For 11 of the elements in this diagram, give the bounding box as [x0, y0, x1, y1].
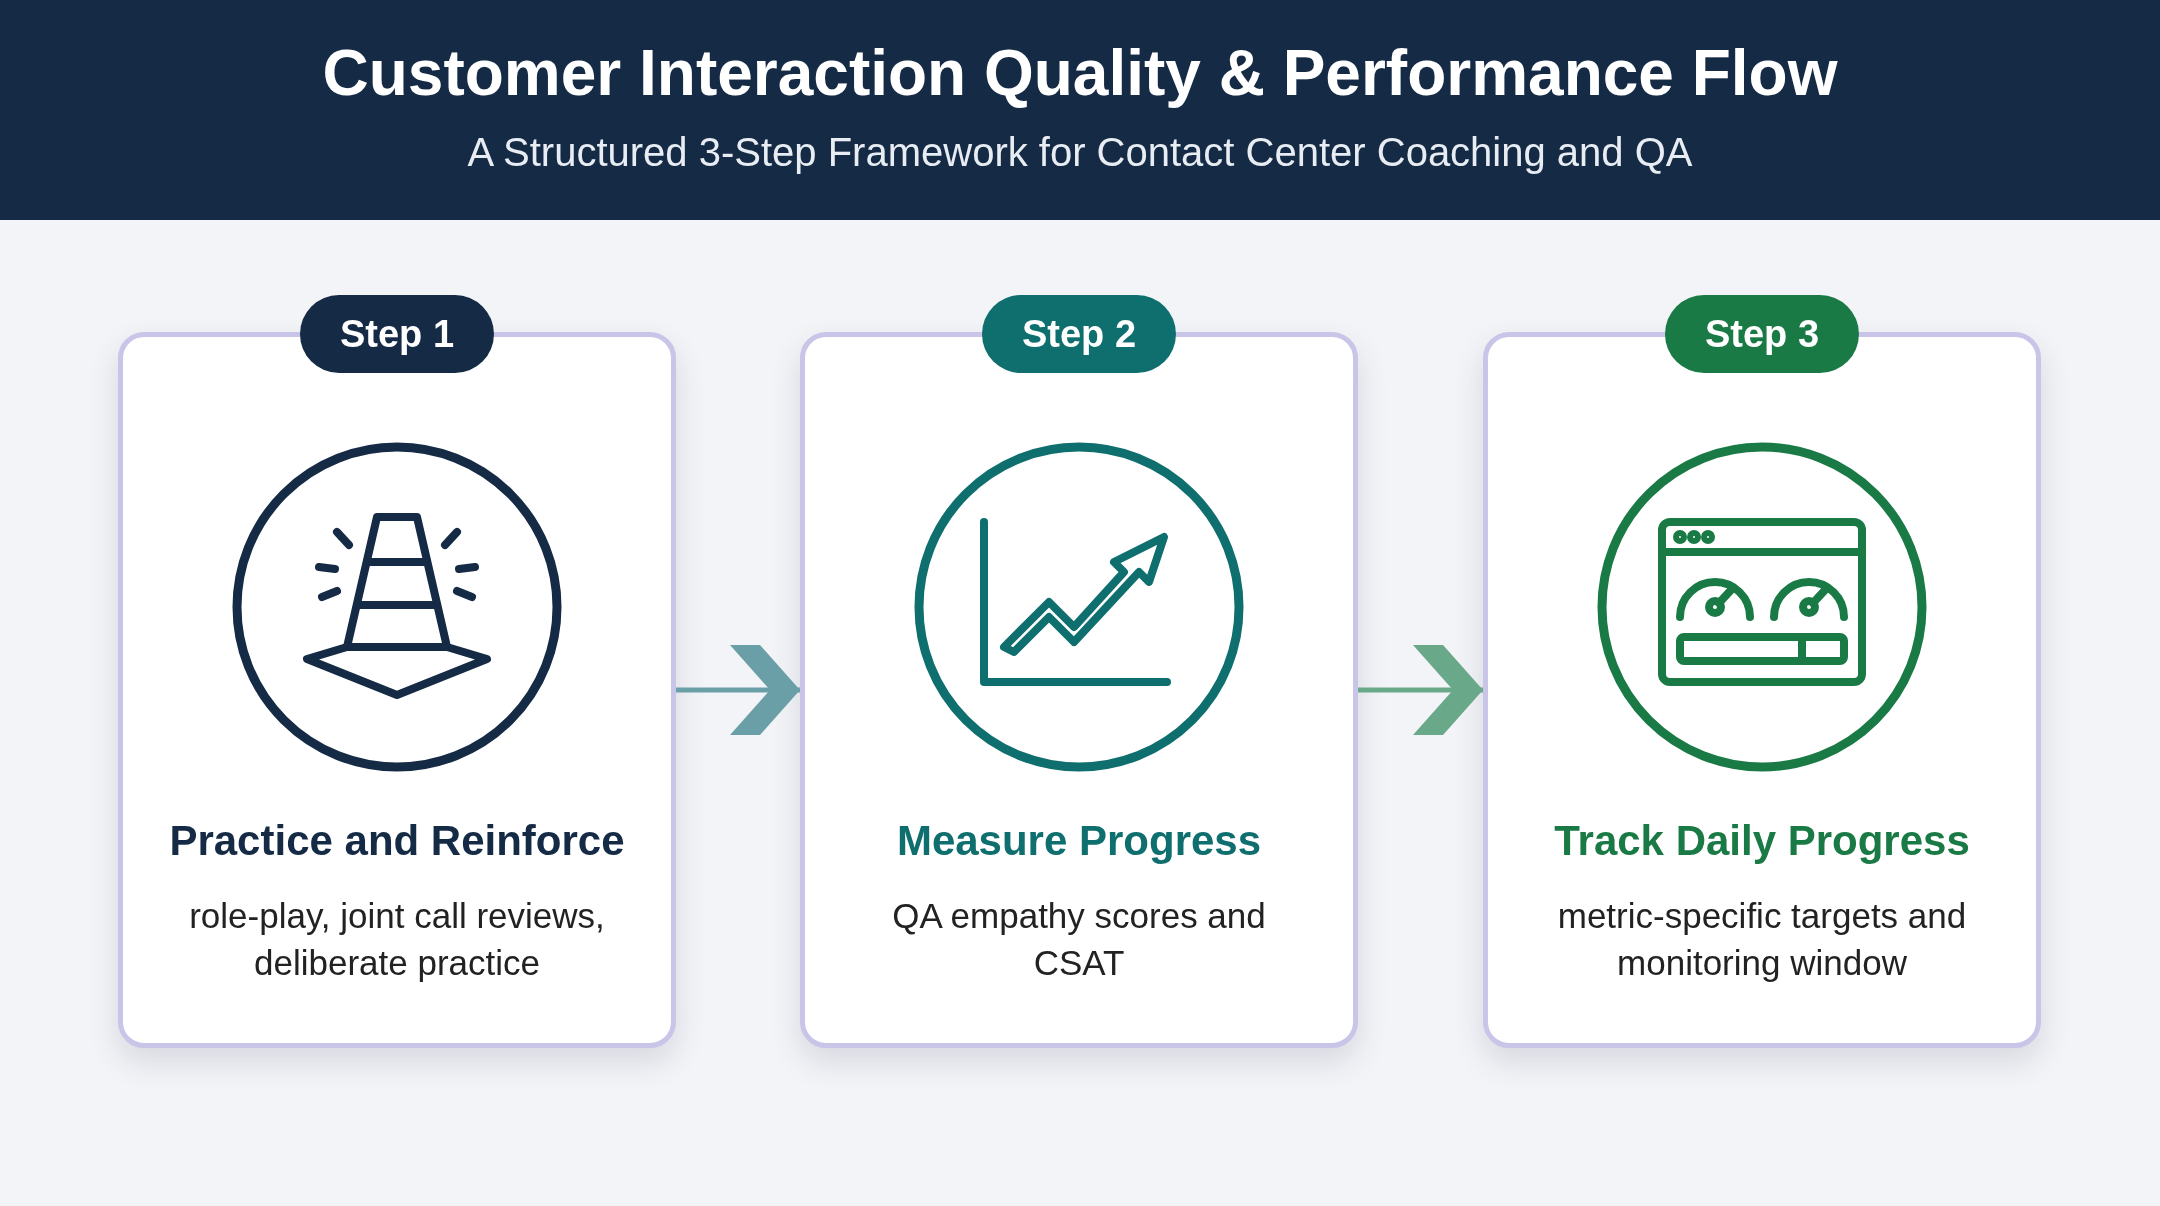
step-badge: Step 3	[1665, 295, 1859, 373]
step-title: Track Daily Progress	[1553, 817, 1971, 865]
step-description: role-play, joint call reviews, deliberate practice	[188, 895, 606, 984]
title: Customer Interaction Quality & Performance Flow	[321, 36, 1839, 110]
step-title: Practice and Reinforce	[168, 817, 626, 865]
step-title: Measure Progress	[895, 817, 1263, 865]
subtitle: A Structured 3-Step Framework for Contact Center Coaching and QA	[466, 130, 1694, 175]
step-badge: Step 1	[300, 295, 494, 373]
step-description: metric-specific targets and monitoring window	[1556, 895, 1968, 984]
step-badge: Step 2	[982, 295, 1176, 373]
step-description: QA empathy scores and CSAT	[891, 895, 1267, 984]
